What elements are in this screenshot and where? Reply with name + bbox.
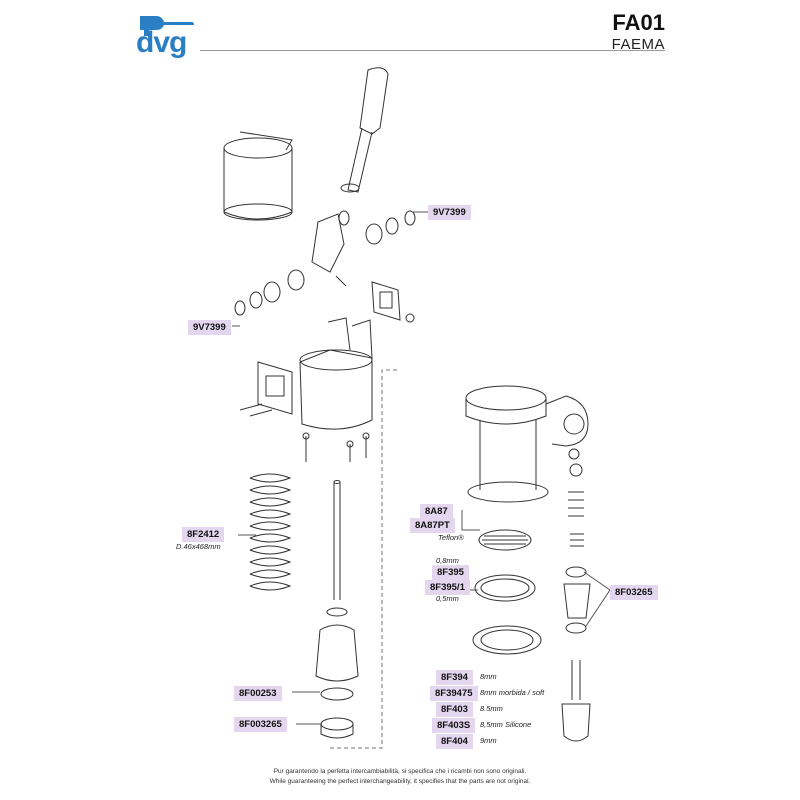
dvg-logo-icon	[140, 16, 194, 36]
part-label-8f403: 8F403	[436, 702, 473, 717]
brand-name: FAEMA	[611, 36, 665, 53]
group-head	[465, 385, 589, 503]
side-plate-left	[239, 361, 293, 417]
gasket-8f394	[472, 625, 542, 655]
main-spring	[249, 473, 292, 591]
part-label-8f003265: 8F003265	[234, 717, 287, 732]
piston	[315, 480, 359, 739]
part-label-8f394: 8F394	[436, 670, 473, 685]
part-note-8f403: 8.5mm	[480, 704, 503, 713]
part-label-8f00253: 8F00253	[234, 686, 282, 701]
part-label-8a87pt: 8A87PT	[410, 518, 455, 533]
part-label-8f39475: 8F39475	[430, 686, 478, 701]
group-body	[299, 317, 373, 430]
cover-cup	[223, 131, 293, 221]
part-label-9v7399-left: 9V7399	[188, 320, 231, 335]
part-label-9v7399-top: 9V7399	[428, 205, 471, 220]
side-plate-right	[371, 281, 415, 323]
part-note-8f403s: 8,5mm Silicone	[480, 720, 532, 729]
screws	[302, 432, 370, 462]
part-label-8f404: 8F404	[436, 734, 473, 749]
part-note-8a87pt: Teflon®	[438, 533, 464, 542]
part-label-8a87: 8A87	[420, 504, 453, 519]
gasket-8f395	[474, 574, 536, 602]
lever-handle	[340, 67, 389, 193]
model-code: FA01	[612, 10, 665, 35]
part-note-8f404: 9mm	[480, 736, 497, 745]
part-label-8f03265: 8F03265	[610, 585, 658, 600]
footer-disclaimer-en: While guaranteeing the perfect interchan…	[269, 778, 531, 785]
valve-stack	[561, 448, 591, 742]
part-label-8f403s: 8F403S	[432, 718, 476, 733]
part-label-8f395-1: 8F395/1	[425, 580, 470, 595]
part-note-8f395: 0,8mm	[436, 556, 459, 565]
logo-text: dvg	[136, 26, 187, 59]
pivot-assembly	[234, 210, 416, 316]
part-note-8f395-1: 0,5mm	[436, 594, 459, 603]
part-note-8f2412: D.46x468mm	[176, 542, 221, 551]
part-note-8f39475: 8mm morbida / soft	[480, 688, 545, 697]
part-note-8f394: 8mm	[480, 672, 497, 681]
header-divider	[200, 50, 665, 51]
part-label-8f395: 8F395	[432, 565, 469, 580]
shower-screen	[478, 529, 532, 551]
part-label-8f2412: 8F2412	[182, 527, 225, 542]
footer-disclaimer-it: Pur garantendo la perfetta intercambiabi…	[273, 768, 527, 775]
